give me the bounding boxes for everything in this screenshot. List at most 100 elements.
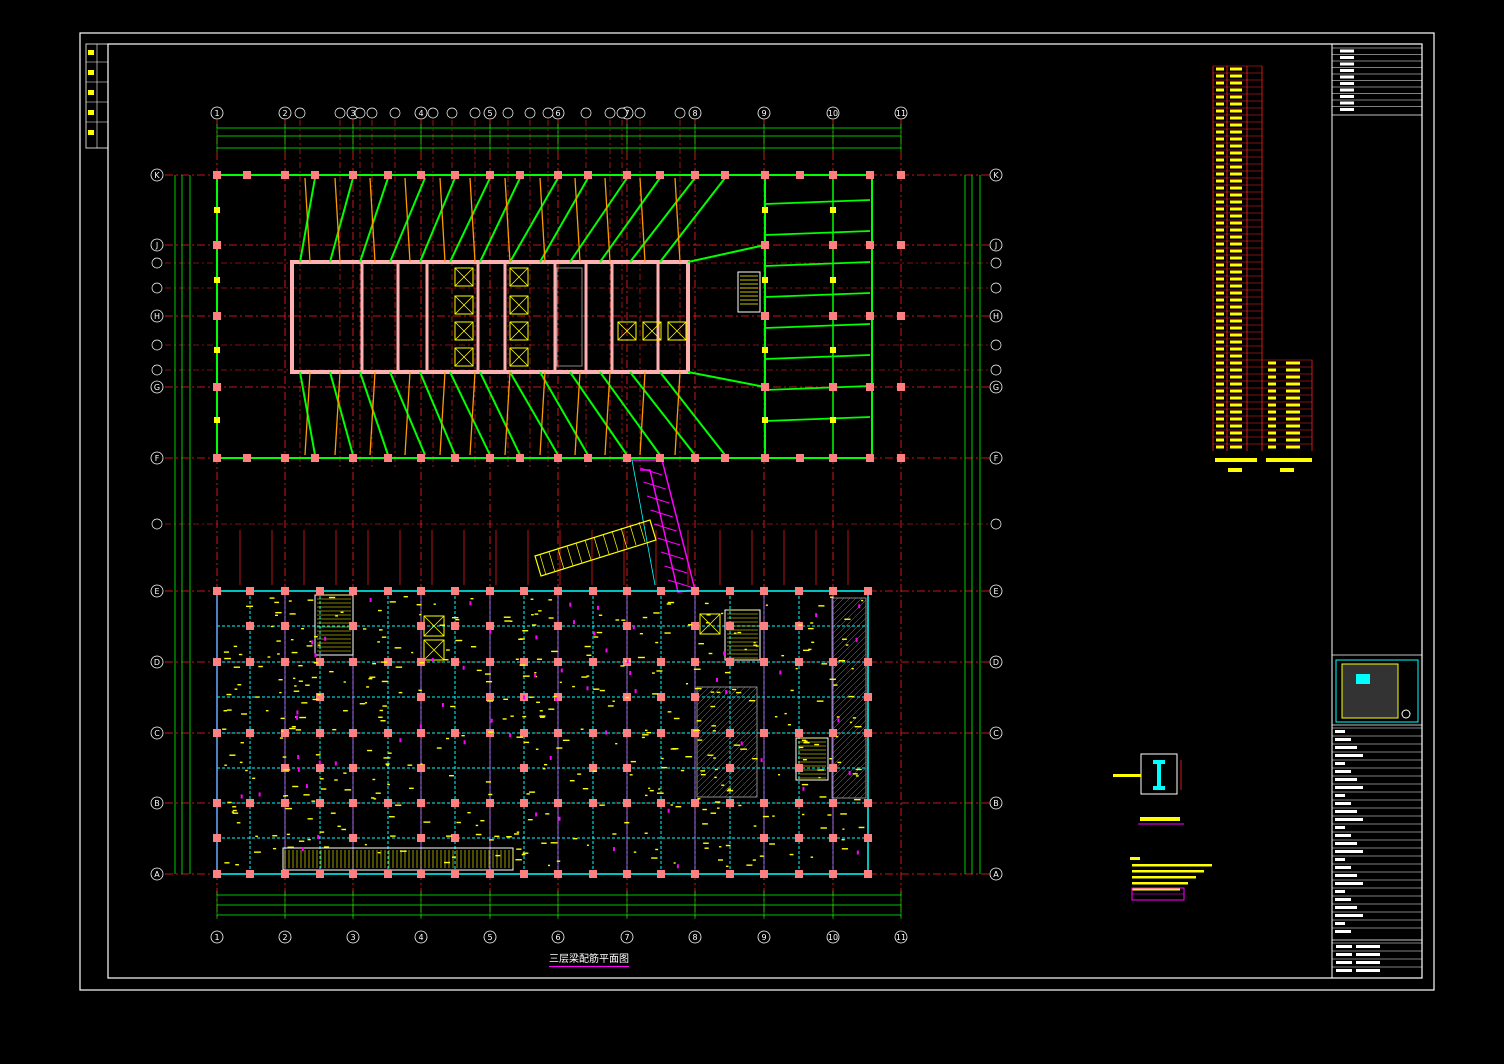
- rebar-annotation: [661, 757, 664, 760]
- rebar-annotation: [484, 673, 491, 675]
- title-block-text: [1335, 746, 1357, 749]
- title-block-text: [1335, 818, 1363, 821]
- table-cell-mark: [1216, 130, 1224, 134]
- table-cell-mark: [1216, 249, 1224, 253]
- rebar-annotation: [765, 604, 768, 606]
- rebar-annotation: [487, 700, 494, 702]
- column-small: [762, 277, 768, 283]
- column: [726, 764, 734, 772]
- rebar-annotation: [706, 614, 711, 616]
- table-cell-mark: [1216, 200, 1224, 204]
- rebar-annotation: [317, 693, 321, 696]
- rebar-annotation: [732, 688, 737, 691]
- rebar-annotation: [841, 839, 845, 841]
- column: [243, 171, 251, 179]
- axis-sub-bubble: [151, 257, 163, 269]
- column: [451, 658, 459, 666]
- beam-tag: [535, 635, 538, 640]
- rebar-annotation: [515, 658, 519, 660]
- column: [691, 622, 699, 630]
- table-cell-mark: [1230, 67, 1242, 71]
- rebar-annotation: [680, 769, 685, 772]
- rebar-annotation: [642, 616, 648, 619]
- column: [623, 729, 631, 737]
- axis-bubble: [688, 930, 702, 944]
- rebar-annotation: [740, 748, 747, 750]
- rebar-annotation: [301, 702, 308, 704]
- frame-beam: [329, 371, 354, 456]
- rebar-annotation: [364, 843, 367, 846]
- table-cell-mark: [1268, 417, 1276, 421]
- rebar-annotation: [829, 678, 836, 680]
- axis-bubble-label: G: [993, 383, 999, 392]
- axis-sub-bubble: [990, 282, 1002, 294]
- rebar-annotation: [704, 847, 709, 849]
- rebar-annotation: [284, 795, 289, 797]
- table-cell-mark: [1216, 137, 1224, 141]
- table-cell-mark: [1216, 382, 1224, 386]
- rebar-annotation: [289, 613, 296, 615]
- column: [451, 622, 459, 630]
- rebar-annotation: [488, 839, 494, 841]
- rebar-annotation: [377, 851, 381, 854]
- beam-tag: [855, 637, 858, 642]
- rebar-annotation: [285, 807, 293, 810]
- table-cell-mark: [1230, 151, 1242, 155]
- axis-bubble-label: H: [993, 312, 999, 321]
- rebar-annotation: [504, 620, 512, 622]
- rebar-annotation: [687, 624, 693, 626]
- rebar-annotation: [556, 747, 563, 749]
- rebar-annotation: [572, 685, 575, 688]
- column: [726, 729, 734, 737]
- table-cell-mark: [1230, 256, 1242, 260]
- axis-bubble-label: E: [993, 587, 998, 596]
- column: [589, 587, 597, 595]
- column: [656, 171, 664, 179]
- rebar-annotation: [531, 614, 534, 616]
- table-cell-mark: [1230, 410, 1242, 414]
- frame-beam: [599, 371, 661, 456]
- axis-bubble: [150, 726, 164, 740]
- column: [486, 587, 494, 595]
- column: [213, 587, 221, 595]
- drawing-title: 三层梁配筋平面图: [549, 950, 629, 967]
- table-cell-mark: [1216, 116, 1224, 120]
- rebar-annotation: [486, 680, 493, 683]
- rebar-annotation: [258, 665, 263, 668]
- rebar-annotation: [738, 804, 742, 807]
- rebar-annotation: [840, 813, 847, 815]
- axis-bubble: [688, 106, 702, 120]
- rebar-annotation: [265, 709, 269, 712]
- title-block-text: [1335, 826, 1345, 829]
- column-small: [830, 207, 836, 213]
- title-block-text: [1335, 858, 1345, 861]
- rebar-annotation: [411, 651, 414, 654]
- rebar-annotation: [395, 804, 402, 806]
- rebar-annotation: [480, 819, 485, 822]
- column: [726, 870, 734, 878]
- frame-beam: [329, 177, 354, 263]
- table-cell-mark: [1230, 144, 1242, 148]
- table-cell-mark: [1230, 263, 1242, 267]
- rebar-annotation: [522, 715, 527, 718]
- secondary-beam: [574, 371, 581, 456]
- table-cell-mark: [1230, 81, 1242, 85]
- table-cell-mark: [1230, 347, 1242, 351]
- column: [864, 799, 872, 807]
- column: [760, 622, 768, 630]
- section-detail: [1113, 753, 1184, 825]
- column: [213, 799, 221, 807]
- rebar-annotation: [239, 761, 243, 764]
- table-cell-mark: [1216, 81, 1224, 85]
- column: [761, 171, 769, 179]
- rebar-annotation: [309, 640, 312, 643]
- beam-tag: [626, 659, 629, 664]
- column-small: [762, 417, 768, 423]
- rebar-annotation: [343, 681, 346, 683]
- axis-bubble-label: 9: [761, 933, 766, 942]
- axis-bubble: [150, 867, 164, 881]
- stair: [737, 271, 761, 313]
- rebar-annotation: [371, 797, 375, 799]
- table-cell-mark: [1230, 368, 1242, 372]
